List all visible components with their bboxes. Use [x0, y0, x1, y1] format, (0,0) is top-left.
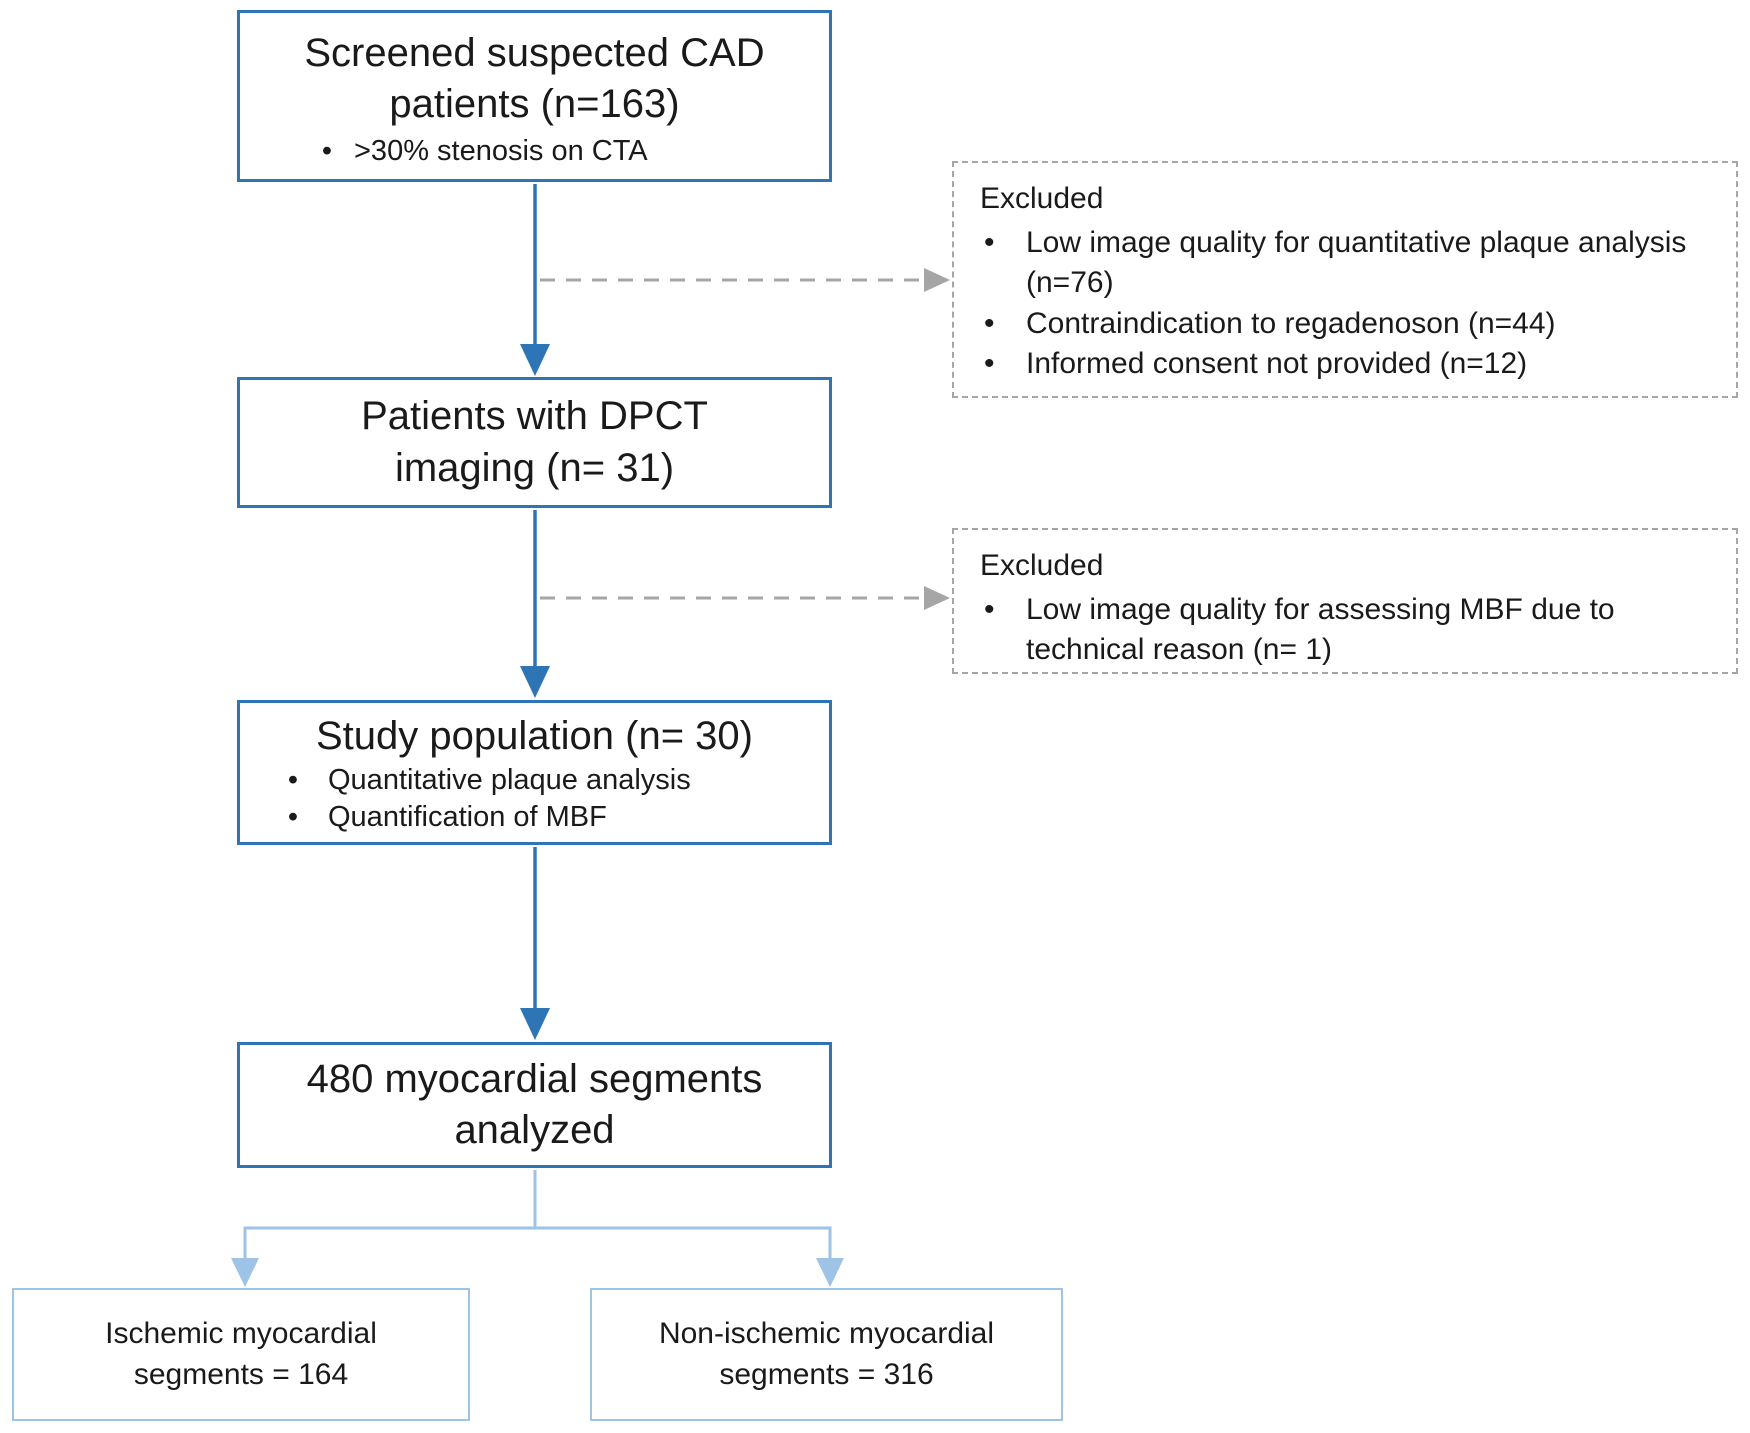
nonischemic-title: Non-ischemic myocardial segments = 316 [658, 1317, 995, 1391]
excluded-1-item: Contraindication to regadenoson (n=44) [1026, 306, 1556, 340]
arrowhead-down-icon [520, 666, 550, 698]
excluded-box-1: Excluded Low image quality for quantitat… [952, 161, 1738, 398]
bullet-icon [980, 590, 1026, 630]
arrowhead-down-icon [520, 344, 550, 376]
excluded-1-heading: Excluded [980, 182, 1104, 215]
branch-segments-to-leaves [231, 1170, 844, 1287]
screened-bullet-text: >30% stenosis on CTA [354, 134, 648, 167]
excluded-1-item-row: Contraindication to regadenoson (n=44) [980, 304, 1714, 344]
study-title: Study population (n= 30) [316, 713, 753, 758]
arrowhead-down-icon [520, 1008, 550, 1040]
dpct-title: Patients with DPCT imaging (n= 31) [361, 394, 708, 490]
bullet-icon [300, 133, 354, 170]
flow-box-study-population: Study population (n= 30) Quantitative pl… [237, 700, 832, 845]
arrow-screened-to-dpct [520, 184, 550, 376]
dashed-arrow-excluded-2 [540, 586, 950, 610]
flow-box-segments-analyzed: 480 myocardial segments analyzed [237, 1042, 832, 1168]
excluded-1-item-row: Informed consent not provided (n=12) [980, 344, 1714, 384]
bullet-icon [980, 304, 1026, 344]
arrow-study-to-segments [520, 847, 550, 1040]
leaf-box-nonischemic: Non-ischemic myocardial segments = 316 [590, 1288, 1063, 1421]
excluded-1-item: Informed consent not provided (n=12) [1026, 346, 1528, 380]
screened-bullet-row: >30% stenosis on CTA [240, 133, 829, 170]
study-bullet-row: Quantification of MBF [240, 799, 829, 836]
arrowhead-down-icon [231, 1258, 259, 1287]
excluded-2-heading: Excluded [980, 549, 1104, 582]
study-bullet-text: Quantitative plaque analysis [328, 763, 691, 796]
bullet-icon [980, 223, 1026, 263]
bullet-icon [258, 762, 328, 799]
excluded-2-item: Low image quality for assessing MBF due … [1026, 593, 1615, 667]
arrowhead-down-icon [816, 1258, 844, 1287]
flow-box-screened: Screened suspected CAD patients (n=163) … [237, 10, 832, 182]
flow-box-dpct: Patients with DPCT imaging (n= 31) [237, 377, 832, 508]
excluded-box-2: Excluded Low image quality for assessing… [952, 528, 1738, 674]
screened-title: Screened suspected CAD patients (n=163) [304, 31, 765, 127]
dashed-arrow-excluded-1 [540, 268, 950, 292]
study-bullet-text: Quantification of MBF [328, 801, 607, 834]
leaf-box-ischemic: Ischemic myocardial segments = 164 [12, 1288, 470, 1421]
arrow-dpct-to-study [520, 510, 550, 698]
arrowhead-right-icon [924, 268, 950, 292]
segments-title: 480 myocardial segments analyzed [306, 1056, 763, 1152]
bullet-icon [258, 799, 328, 836]
excluded-1-item: Low image quality for quantitative plaqu… [1026, 226, 1687, 300]
excluded-1-item-row: Low image quality for quantitative plaqu… [980, 223, 1714, 303]
ischemic-title: Ischemic myocardial segments = 164 [105, 1317, 377, 1391]
study-bullet-row: Quantitative plaque analysis [240, 762, 829, 799]
bullet-icon [980, 344, 1026, 384]
excluded-2-item-row: Low image quality for assessing MBF due … [980, 590, 1714, 670]
arrowhead-right-icon [924, 586, 950, 610]
